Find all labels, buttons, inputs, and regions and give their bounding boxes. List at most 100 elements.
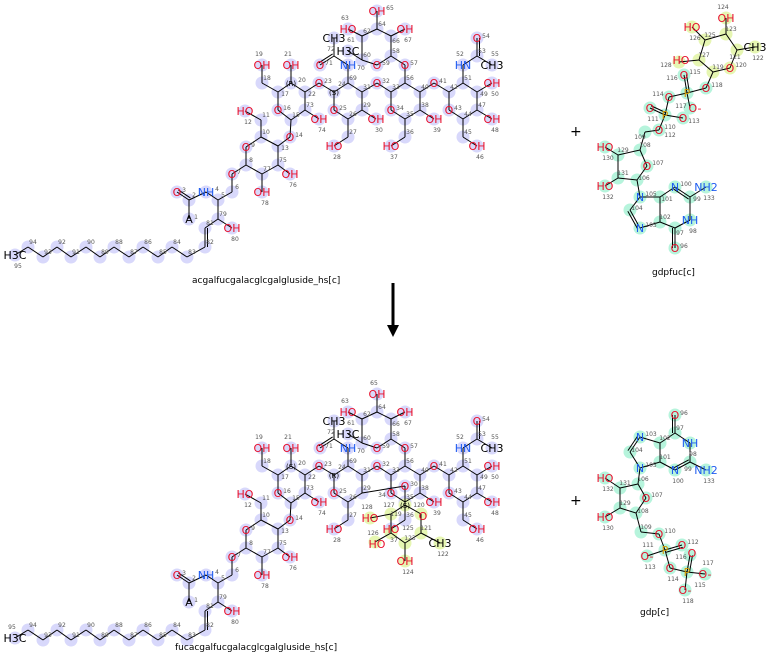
atom-number: 90 [87, 239, 95, 246]
atom-number: 124 [717, 4, 729, 11]
atom-number: 113 [644, 564, 656, 571]
atom-label: NH [682, 214, 699, 227]
bond [70, 629, 87, 641]
bond [448, 465, 464, 476]
atom-label: O- [679, 584, 692, 597]
bond [390, 519, 406, 530]
atom-number: 6 [235, 567, 239, 574]
bond [604, 146, 619, 156]
atom-number: 129 [617, 147, 629, 154]
atom-number: 97 [676, 425, 684, 432]
atom-number: 11 [262, 112, 270, 119]
bond [347, 465, 363, 476]
atom-number: 27 [349, 512, 357, 519]
atom-label: CH3 [323, 32, 346, 45]
double-bond [318, 53, 333, 64]
atom-number: 25 [339, 488, 347, 495]
bond [245, 164, 263, 175]
atom-number: 123 [404, 535, 416, 542]
bond [390, 438, 406, 449]
bond [318, 82, 335, 93]
atom-label: O [419, 510, 428, 523]
atom-number: 104 [631, 447, 643, 454]
atom-number: 44 [464, 111, 472, 118]
atom-label: O [430, 460, 439, 473]
atom-number: 65 [386, 5, 394, 12]
atom-label: O [655, 528, 664, 541]
bond [333, 519, 349, 530]
bond [27, 246, 44, 258]
bond [361, 59, 378, 66]
atom-number: 51 [464, 458, 472, 465]
atom-number: 30 [410, 481, 418, 488]
atom-number: 67 [404, 37, 412, 44]
bond [204, 601, 219, 612]
bond [188, 191, 207, 201]
atom-number: 69 [349, 458, 357, 465]
bond [433, 465, 450, 476]
atom-label: OH [426, 496, 443, 509]
bond [419, 82, 435, 93]
atom-label: HO [340, 406, 357, 419]
atom-number: 116 [666, 75, 678, 82]
bond [374, 532, 392, 543]
atom-label: OH [311, 496, 328, 509]
bond [361, 465, 378, 476]
atom-number: 88 [115, 622, 123, 629]
bond [683, 74, 688, 94]
atom-number: 121 [420, 525, 432, 532]
atom-label: CH3 [429, 537, 452, 550]
bond [128, 629, 144, 641]
bond [639, 436, 661, 444]
atom-number: 9 [251, 142, 255, 149]
atom-number: 113 [688, 118, 700, 125]
atom-number: 80 [231, 619, 239, 626]
atom-label: OH [369, 388, 386, 401]
atom-number: 103 [645, 222, 657, 229]
bond [646, 549, 666, 557]
atom-number: 45 [464, 512, 472, 519]
atom-number: 48 [491, 127, 499, 134]
atom-number: 72 [327, 429, 335, 436]
bond [674, 461, 691, 471]
bond [635, 497, 647, 514]
atom-number: 74 [318, 510, 326, 517]
atom-number: 119 [390, 511, 402, 518]
atom-number: 33 [392, 467, 400, 474]
atom-number: 61 [347, 420, 355, 427]
atom-label: O [665, 91, 674, 104]
atom-number: 100 [672, 478, 684, 485]
atom-number: 120 [735, 62, 747, 69]
bond [725, 33, 738, 51]
atom-number: 130 [602, 525, 614, 532]
bond [376, 28, 392, 37]
atom-number: 24 [338, 464, 346, 471]
atom-number: 81 [206, 603, 214, 610]
atom-number: 112 [687, 539, 699, 546]
atom-label: OH [254, 569, 271, 582]
atom-label: OH [484, 460, 501, 473]
atom-label: O [671, 242, 680, 255]
atom-number: 94 [29, 622, 37, 629]
atom-number: 50 [491, 91, 499, 98]
bond [404, 492, 421, 503]
bond [318, 465, 335, 476]
atom-number: 83 [188, 249, 196, 256]
atom-number: 53 [478, 48, 486, 55]
bond [704, 33, 727, 41]
atom-number: 66 [392, 421, 400, 428]
bond [476, 465, 493, 476]
bond [176, 191, 190, 201]
atom-number: 70 [357, 65, 365, 72]
bond [637, 483, 647, 499]
atom-number: 96 [680, 243, 688, 250]
atom-number: 107 [651, 492, 663, 499]
atom-label: OH [368, 113, 385, 126]
atom-label: O [401, 480, 410, 493]
atom-number: 18 [263, 75, 271, 82]
bond [376, 438, 392, 449]
atom-label: HO [684, 21, 701, 34]
atom-label: HN [455, 442, 472, 455]
atom-label: HO [597, 511, 614, 524]
